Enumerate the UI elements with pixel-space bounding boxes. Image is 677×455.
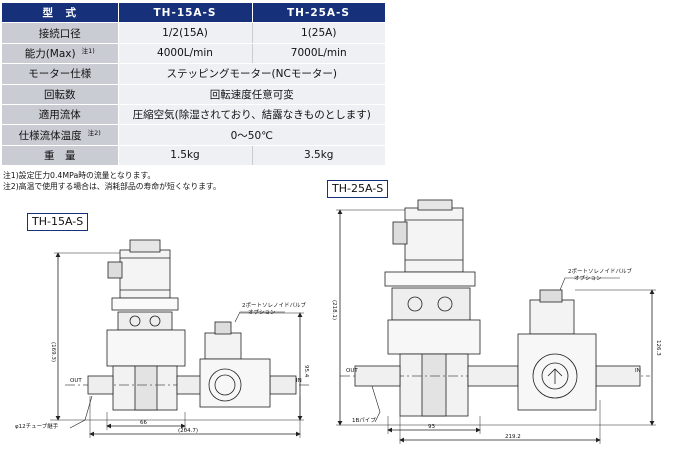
row-label: 接続口径 [38, 27, 81, 40]
header-model-15: TH-15A-S [118, 3, 253, 24]
footnote: 注1)設定圧力0.4MPa時の流量となります。 [3, 171, 156, 180]
row-label: 能力(Max) [24, 48, 76, 61]
in-label-25: IN [635, 368, 641, 374]
spec-row: モーター仕様 ステッピングモーター(NCモーター) [2, 63, 385, 85]
motor-body-15 [119, 249, 171, 299]
spec-row: 接続口径 1/2(15A) 1(25A) [2, 22, 385, 44]
row-label: 適用流体 [38, 109, 81, 122]
header-model-label: 型 式 [2, 3, 119, 24]
svg-text:オプション: オプション [574, 275, 602, 282]
dim-height-total-25: (218.1) [331, 300, 337, 320]
model-tag-15: TH-15A-S [27, 213, 89, 231]
spec-row: 能力(Max) 注1) 4000L/min 7000L/min [2, 43, 385, 65]
drawing-15a [50, 239, 310, 438]
row-value-merged: 圧縮空気(除湿されており、結露なきものとします) [118, 104, 385, 126]
row-value-merged: ステッピングモーター(NCモーター) [118, 63, 385, 85]
row-note: 注2) [87, 129, 101, 138]
row-value-15: 1/2(15A) [118, 22, 253, 44]
gear-block-25 [391, 287, 471, 321]
row-value-25: 7000L/min [252, 43, 385, 65]
gear-block-15 [117, 311, 173, 331]
solenoid-valve-25 [529, 299, 575, 335]
spec-row: 回転数 回転速度任意可変 [2, 84, 385, 105]
dim-width-body-25: 93 [428, 424, 435, 430]
spec-row: 重 量 1.5kg 3.5kg [2, 145, 385, 167]
row-value-15: 4000L/min [118, 43, 253, 65]
row-value-15: 1.5kg [118, 145, 253, 167]
dim-width-body-15: 66 [140, 420, 147, 426]
dim-height-axis-25: 126.3 [655, 340, 661, 356]
valve-option-label-25: 2ポートソレノイドバルブ [568, 267, 633, 275]
drawing-15a-labels: 2ポートソレノイドバルブ オプション OUT IN φ12チューブ継手 66 (… [15, 301, 309, 434]
row-value-25: 3.5kg [252, 145, 385, 167]
row-label: モーター仕様 [28, 68, 92, 81]
spec-row: 適用流体 圧縮空気(除湿されており、結露なきものとします) [2, 104, 385, 126]
solenoid-valve-15 [204, 332, 242, 360]
spec-table: 型 式 TH-15A-S TH-25A-S 接続口径 1/2(15A) 1(25… [2, 3, 386, 167]
dim-height-axis-15: 95.4 [303, 365, 309, 378]
row-label: 回転数 [44, 88, 76, 101]
spec-header-row: 型 式 TH-15A-S TH-25A-S [2, 3, 386, 24]
drawing-25a [336, 199, 656, 444]
header-model-25: TH-25A-S [252, 3, 386, 24]
row-value-merged: 0〜50℃ [118, 124, 385, 146]
row-label: 仕様流体温度 [18, 130, 82, 143]
dim-width-total-15: (204.7) [178, 428, 198, 434]
tube-fitting-label: φ12チューブ継手 [15, 422, 59, 430]
out-label-25: OUT [346, 368, 358, 374]
row-value-merged: 回転速度任意可変 [118, 84, 385, 105]
in-label-15: IN [296, 378, 302, 384]
valve-option-label-15: 2ポートソレノイドバルブ [242, 301, 307, 309]
pipe-label-25: 1Bパイプ [352, 417, 376, 424]
row-label: 重 量 [44, 149, 76, 162]
dim-height-total-15: (169.3) [50, 342, 56, 362]
row-value-25: 1(25A) [252, 22, 385, 44]
model-tag-25: TH-25A-S [327, 180, 389, 198]
row-note: 注1) [81, 47, 95, 56]
spec-row: 仕様流体温度注2) 0〜50℃ [2, 124, 385, 146]
footnotes: 注1)設定圧力0.4MPa時の流量となります。 注2)高温で使用する場合は、消耗… [3, 170, 221, 192]
out-label-15: OUT [70, 378, 82, 384]
dim-width-total-25: 219.2 [505, 434, 521, 440]
drawing-25a-labels: 2ポートソレノイドバルブ オプション OUT IN 1Bパイプ 93 219.2… [331, 267, 661, 440]
footnote: 注2)高温で使用する場合は、消耗部品の寿命が短くなります。 [3, 182, 221, 191]
svg-text:オプション: オプション [248, 309, 276, 316]
motor-body-25 [404, 207, 464, 273]
